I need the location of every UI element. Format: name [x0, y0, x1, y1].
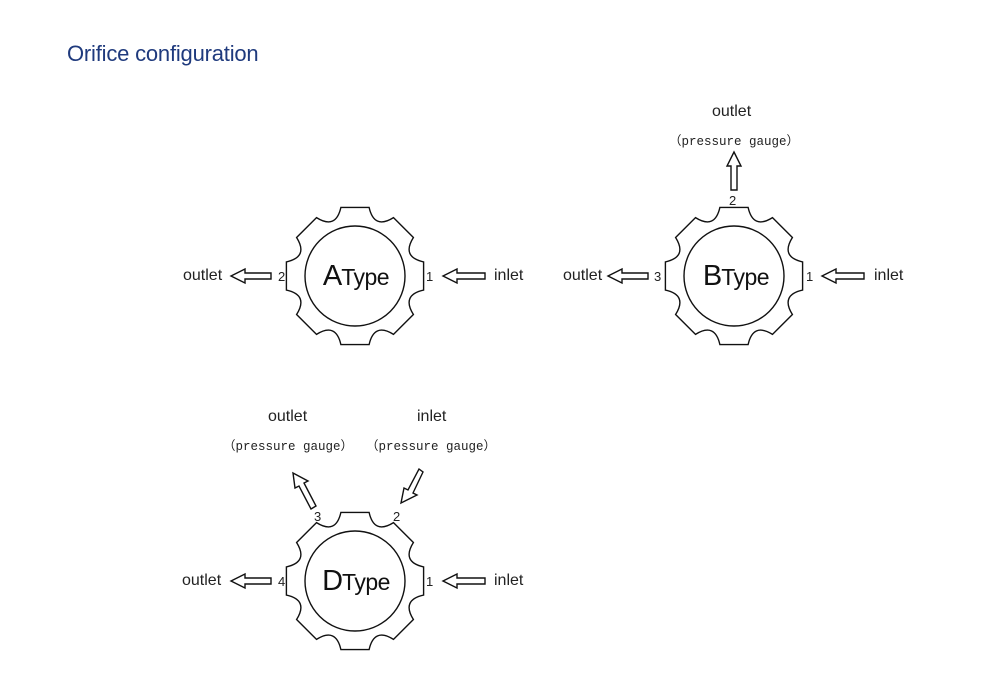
d-upper-left-port-label: outlet	[268, 408, 308, 425]
b-inlet-arrow	[820, 267, 865, 285]
b-outlet-arrow	[606, 267, 649, 285]
d-upper-left-port-note: （pressure gauge）	[223, 440, 354, 454]
d-upper-right-port-number: 2	[393, 509, 401, 524]
b-type-body-circle	[683, 225, 785, 327]
b-top-port-note: （pressure gauge）	[669, 135, 800, 149]
a-left-port-number: 2	[278, 269, 286, 284]
b-left-port-label: outlet	[563, 267, 603, 284]
b-left-port-number: 3	[654, 269, 662, 284]
b-type-word: Type	[721, 264, 770, 290]
d-outlet-arrow	[229, 572, 272, 590]
b-type-body-outline	[664, 206, 804, 346]
a-inlet-arrow	[441, 267, 486, 285]
b-top-outlet-arrow	[725, 150, 743, 191]
d-upper-right-port-note: （pressure gauge）	[366, 440, 497, 454]
b-top-port-label: outlet	[712, 103, 752, 120]
d-upper-right-inlet-arrow	[400, 467, 424, 505]
d-type-letter: D	[322, 565, 343, 597]
b-type-label: BType	[702, 260, 770, 292]
b-right-port-number: 1	[806, 269, 814, 284]
d-type-body-outline	[285, 511, 425, 651]
a-outlet-arrow	[229, 267, 272, 285]
b-right-port-label: inlet	[874, 267, 904, 284]
d-right-port-number: 1	[426, 574, 434, 589]
d-upper-left-outlet-arrow	[292, 471, 317, 510]
d-right-port-label: inlet	[494, 572, 524, 589]
b-type-letter: B	[702, 260, 722, 292]
a-type-word: Type	[341, 264, 390, 290]
a-type-letter: A	[322, 260, 342, 292]
a-right-port-label: inlet	[494, 267, 524, 284]
d-type-word: Type	[342, 569, 390, 595]
d-type-label: DType	[322, 567, 390, 596]
page-title: Orifice configuration	[67, 41, 259, 66]
a-type-body-outline	[285, 206, 425, 346]
b-top-port-number: 2	[729, 193, 737, 208]
d-left-port-number: 4	[278, 574, 286, 589]
d-type-body-circle	[304, 530, 406, 632]
a-type-label: AType	[322, 260, 390, 292]
d-inlet-arrow	[441, 572, 486, 590]
d-upper-right-port-label: inlet	[417, 408, 447, 425]
a-right-port-number: 1	[426, 269, 434, 284]
a-type-body-circle	[304, 225, 406, 327]
d-upper-left-port-number: 3	[314, 509, 322, 524]
a-left-port-label: outlet	[183, 267, 223, 284]
d-left-port-label: outlet	[182, 572, 222, 589]
